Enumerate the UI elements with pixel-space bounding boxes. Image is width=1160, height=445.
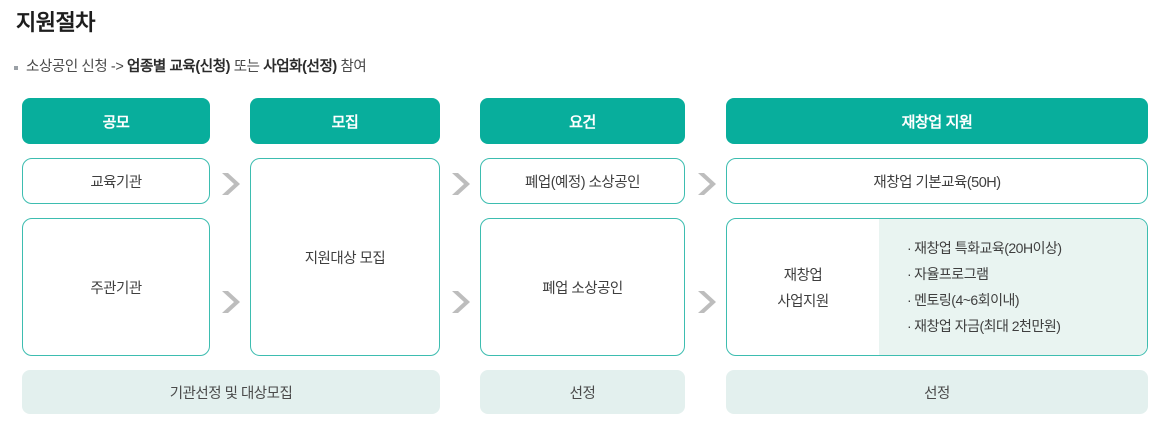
cell-education-institution: 교육기관 — [22, 158, 210, 204]
chevron-right-icon — [448, 170, 470, 198]
cell-target-recruitment: 지원대상 모집 — [250, 158, 440, 356]
business-support-label-line-1: 재창업 — [783, 267, 823, 284]
square-bullet-icon — [14, 66, 18, 70]
bullet-dot-icon: · — [907, 292, 912, 308]
footer-block-selection-requirements: 선정 — [480, 370, 685, 414]
list-item: ·멘토링(4~6회이내) — [907, 290, 1147, 310]
chevron-right-icon — [218, 288, 240, 316]
subtitle-segment-5: 참여 — [336, 59, 367, 75]
column-header-mojip: 모집 — [250, 98, 440, 144]
column-header-gongmo: 공모 — [22, 98, 210, 144]
footer-block-selection-support: 선정 — [726, 370, 1148, 414]
process-diagram: 공모 교육기관 주관기관 모집 지원대상 모집 요건 폐업(예정) 소상공인 폐… — [0, 98, 1160, 428]
subtitle-segment-1: 소상공인 신청 -> — [26, 59, 128, 75]
bullet-dot-icon: · — [907, 240, 912, 256]
list-item: ·자율프로그램 — [907, 264, 1147, 284]
list-item-label: 재창업 특화교육(20H이상) — [914, 240, 1062, 256]
subtitle-segment-4: 사업화(선정) — [263, 59, 337, 75]
list-item: ·재창업 특화교육(20H이상) — [907, 238, 1147, 258]
list-item-label: 자율프로그램 — [914, 266, 989, 282]
page-title: 지원절차 — [16, 10, 95, 35]
process-column-restart-support: 재창업 지원 재창업 기본교육(50H) 재창업 사업지원 ·재창업 특화교육(… — [726, 98, 1148, 356]
cell-managing-institution: 주관기관 — [22, 218, 210, 356]
column-header-yogeon: 요건 — [480, 98, 685, 144]
process-column-yogeon: 요건 폐업(예정) 소상공인 폐업 소상공인 — [480, 98, 685, 356]
subtitle-segment-3: 또는 — [230, 59, 264, 75]
chevron-right-icon — [694, 170, 716, 198]
bullet-dot-icon: · — [907, 318, 912, 334]
page-subtitle: 소상공인 신청 -> 업종별 교육(신청) 또는 사업화(선정) 참여 — [14, 56, 367, 78]
footer-block-institution-selection: 기관선정 및 대상모집 — [22, 370, 440, 414]
process-column-mojip: 모집 지원대상 모집 — [250, 98, 440, 356]
bullet-dot-icon: · — [907, 266, 912, 282]
cell-closed-owner: 폐업 소상공인 — [480, 218, 685, 356]
chevron-right-icon — [694, 288, 716, 316]
list-item-label: 재창업 자금(최대 2천만원) — [914, 318, 1061, 334]
process-column-gongmo: 공모 교육기관 주관기관 — [22, 98, 210, 356]
business-support-label-line-2: 사업지원 — [777, 293, 829, 310]
business-support-bullet-list: ·재창업 특화교육(20H이상) ·자율프로그램 ·멘토링(4~6회이내) ·재… — [879, 219, 1147, 355]
list-item-label: 멘토링(4~6회이내) — [914, 292, 1020, 308]
cell-closing-planned-owner: 폐업(예정) 소상공인 — [480, 158, 685, 204]
page-subtitle-text: 소상공인 신청 -> 업종별 교육(신청) 또는 사업화(선정) 참여 — [26, 56, 367, 78]
cell-business-support: 재창업 사업지원 ·재창업 특화교육(20H이상) ·자율프로그램 ·멘토링(4… — [726, 218, 1148, 356]
column-header-restart-support: 재창업 지원 — [726, 98, 1148, 144]
chevron-right-icon — [218, 170, 240, 198]
chevron-right-icon — [448, 288, 470, 316]
list-item: ·재창업 자금(최대 2천만원) — [907, 316, 1147, 336]
business-support-label: 재창업 사업지원 — [727, 219, 879, 355]
cell-basic-education: 재창업 기본교육(50H) — [726, 158, 1148, 204]
subtitle-segment-2: 업종별 교육(신청) — [127, 59, 231, 75]
